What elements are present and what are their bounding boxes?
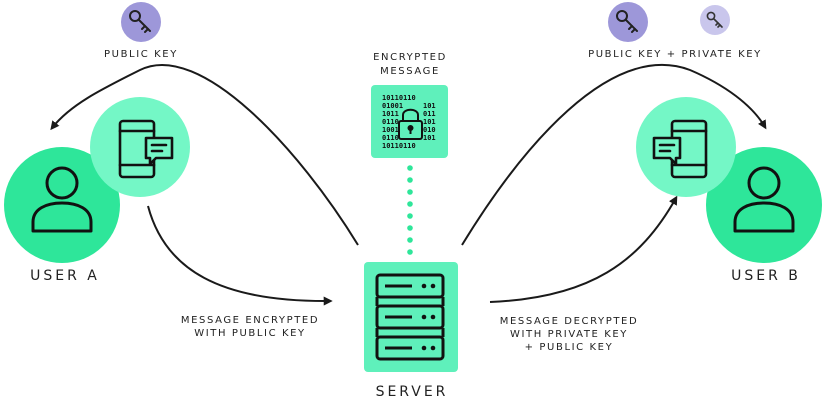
user-b-label: USER B (731, 268, 801, 284)
encrypted-binary-lock-icon: 10110110 01001 1011 0110 1001 0110 10110… (382, 94, 436, 150)
svg-text:1001: 1001 (382, 126, 399, 134)
public-key-label: PUBLIC KEY (104, 49, 178, 60)
public-private-key-label: PUBLIC KEY + PRIVATE KEY (588, 49, 762, 60)
message-encrypted-line2: WITH PUBLIC KEY (194, 328, 306, 339)
user-a-node (4, 147, 120, 263)
user-b-node (706, 147, 822, 263)
key-badge-left (121, 2, 161, 42)
user-a-label: USER A (30, 268, 100, 284)
key-badge-right-dark (608, 2, 648, 42)
server-icon (375, 273, 445, 361)
arrow-server-to-user-b (461, 64, 767, 246)
svg-text:0110: 0110 (382, 118, 399, 126)
encrypted-message-label-line2: MESSAGE (380, 66, 440, 77)
svg-text:101: 101 (423, 118, 436, 126)
svg-text:0110: 0110 (382, 134, 399, 142)
encrypted-message-box: 10110110 01001 1011 0110 1001 0110 10110… (371, 85, 448, 158)
lock-icon (398, 108, 423, 140)
server-box (364, 262, 458, 372)
message-decrypted-line2: WITH PRIVATE KEY (509, 329, 629, 340)
svg-text:101: 101 (423, 134, 436, 142)
svg-text:010: 010 (423, 126, 436, 134)
arrow-user-a-to-server (147, 205, 333, 306)
svg-text:011: 011 (423, 110, 436, 118)
key-icon (706, 11, 723, 28)
phone-b-node (636, 97, 736, 197)
key-badge-right-light (700, 5, 730, 35)
server-label: SERVER (375, 384, 449, 400)
arrow-server-to-phone-b (489, 195, 678, 303)
phone-message-icon (652, 119, 708, 179)
user-icon (31, 166, 93, 233)
user-icon (733, 166, 795, 233)
message-decrypted-line3: + PUBLIC KEY (524, 342, 614, 353)
message-encrypted-line1: MESSAGE ENCRYPTED (180, 315, 320, 326)
phone-a-node (90, 97, 190, 197)
svg-text:10110110: 10110110 (382, 94, 416, 102)
encrypted-message-label-line1: ENCRYPTED (373, 52, 447, 63)
svg-text:01001: 01001 (382, 102, 403, 110)
svg-text:10110110: 10110110 (382, 142, 416, 150)
svg-text:101: 101 (423, 102, 436, 110)
dotted-connector (407, 165, 413, 255)
arrow-server-to-user-a (50, 64, 359, 246)
key-icon (616, 10, 638, 33)
phone-message-icon (118, 119, 174, 179)
key-icon (129, 10, 151, 33)
message-decrypted-line1: MESSAGE DECRYPTED (499, 316, 639, 327)
svg-text:1011: 1011 (382, 110, 399, 118)
